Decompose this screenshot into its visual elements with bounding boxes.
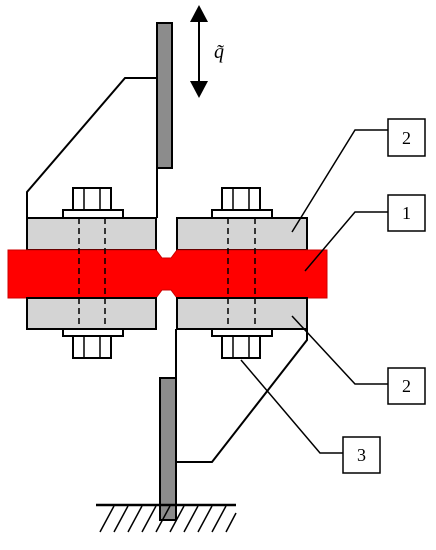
callout-2-top-label: 2 [402, 128, 411, 148]
bottom-nuts [62, 328, 273, 359]
motion-arrow: q̃ [190, 5, 224, 98]
grip-plate-lower-left [26, 297, 157, 330]
leader-3 [240, 359, 343, 454]
leader-2-bottom [291, 315, 388, 385]
upper-rod-assembly [26, 22, 173, 218]
bolt-head-right-top [221, 187, 261, 211]
specimen [7, 249, 328, 299]
callout-2-bottom-box [387, 367, 426, 405]
nut-left-bottom [72, 335, 112, 359]
washer-left-top [62, 209, 124, 219]
callout-3-label: 3 [357, 445, 366, 465]
callout-3-box [342, 436, 381, 474]
arrow-head-up [190, 5, 208, 22]
callout-1-label: 1 [402, 203, 411, 223]
bolt-head-left-top [72, 187, 112, 211]
top-bolts [62, 187, 273, 219]
callout-2-top-box [387, 118, 426, 157]
leader-1 [304, 211, 388, 272]
callout-2-bottom-label: 2 [402, 376, 411, 396]
upper-grip-plates [26, 217, 308, 251]
upper-rod [156, 22, 173, 169]
washer-right-top [211, 209, 273, 219]
arrow-head-down [190, 81, 208, 98]
washer-right-bottom [211, 328, 273, 337]
motion-symbol: q̃ [214, 41, 224, 63]
washer-left-bottom [62, 328, 124, 337]
callout-1-box [387, 194, 426, 232]
leader-2-top [291, 129, 388, 233]
grip-plate-upper-left [26, 217, 157, 251]
grip-plate-lower-right [176, 297, 308, 330]
lower-frame-bracket [176, 329, 308, 463]
nut-right-bottom [221, 335, 261, 359]
lower-rod-assembly [159, 329, 308, 521]
ground-hatch-icon [96, 503, 237, 533]
grip-plate-upper-right [176, 217, 308, 251]
lower-grip-plates [26, 297, 308, 330]
upper-frame-bracket [26, 77, 157, 218]
callout-boxes: 2 1 2 3 [342, 118, 426, 474]
leader-lines [240, 129, 388, 454]
lower-rod [159, 377, 177, 521]
